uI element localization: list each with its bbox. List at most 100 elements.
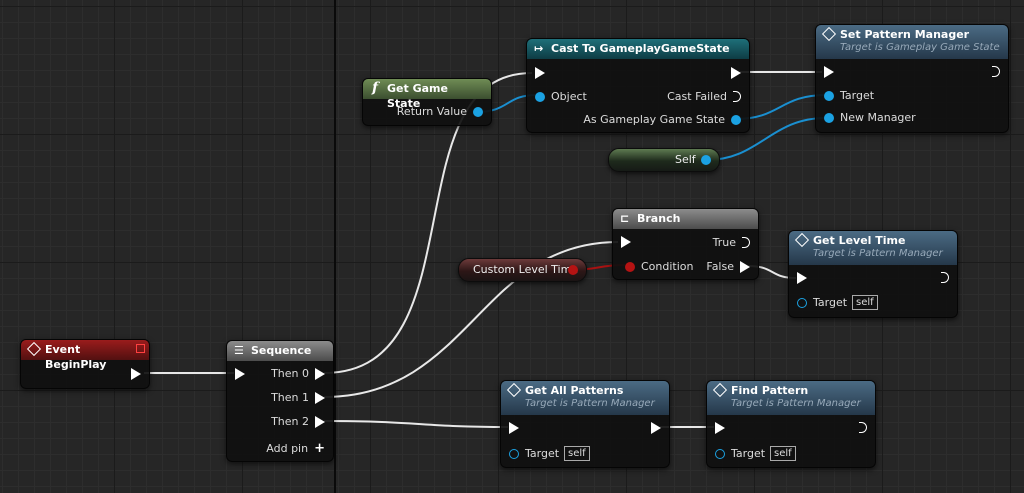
event-beginplay-exec-out[interactable] xyxy=(131,368,141,380)
exec-out-pin-icon xyxy=(131,368,141,380)
self-label: Self xyxy=(675,153,696,166)
cast-failed-pin[interactable]: Cast Failed xyxy=(667,90,741,103)
find-pattern-node[interactable]: Find Pattern Target is Pattern Manager T… xyxy=(706,380,876,468)
exec-out-pin-icon xyxy=(315,391,325,404)
cast-to-gameplaygamestate-node[interactable]: ↦ Cast To GameplayGameState Object Cast … xyxy=(526,38,750,133)
return-value-pin[interactable]: Return Value xyxy=(397,105,483,118)
exec-out-hollow-icon xyxy=(941,272,949,283)
custom-level-time-label: Custom Level Time xyxy=(473,263,579,276)
exec-out-hollow-icon xyxy=(992,66,1000,77)
find-pattern-title: Find Pattern xyxy=(731,384,809,397)
branch-true-pin[interactable]: True xyxy=(713,236,750,249)
sequence-icon: ☰ xyxy=(234,344,244,357)
exec-out-hollow-icon xyxy=(742,237,750,248)
sequence-then0-pin[interactable]: Then 0 xyxy=(271,367,325,380)
set-pm-exec-out[interactable] xyxy=(992,66,1000,77)
bool-pin-icon xyxy=(625,261,635,272)
self-default-box: self xyxy=(852,295,878,310)
function-icon: f xyxy=(372,80,379,96)
event-beginplay-title: Event BeginPlay xyxy=(45,343,107,371)
set-pattern-manager-title: Set Pattern Manager xyxy=(840,28,970,41)
get-all-patterns-exec-in[interactable] xyxy=(509,422,519,434)
set-pm-new-manager-pin[interactable]: New Manager xyxy=(824,111,916,124)
function-call-icon xyxy=(506,382,522,398)
event-delegate-icon xyxy=(136,344,145,353)
branch-exec-in[interactable] xyxy=(621,236,631,248)
get-game-state-title: Get Game State xyxy=(387,82,448,110)
function-call-icon xyxy=(712,382,728,398)
object-pin-icon xyxy=(824,112,834,123)
sequence-exec-in[interactable] xyxy=(235,368,245,380)
set-pattern-manager-subtitle: Target is Gameplay Game State xyxy=(840,42,1000,53)
exec-out-pin-icon xyxy=(731,67,741,79)
self-default-box: self xyxy=(770,446,796,461)
branch-node[interactable]: ⊏ Branch True Condition False xyxy=(612,208,759,280)
sequence-node[interactable]: ☰ Sequence Then 0 Then 1 Then 2 Add pin+ xyxy=(226,340,334,462)
object-pin-icon[interactable] xyxy=(701,155,711,165)
cast-arrow-icon: ↦ xyxy=(534,42,544,55)
set-pattern-manager-node[interactable]: Set Pattern Manager Target is Gameplay G… xyxy=(815,24,1009,133)
object-pin-hollow-icon xyxy=(715,448,725,459)
cast-header: ↦ Cast To GameplayGameState xyxy=(527,39,749,59)
get-all-patterns-header: Get All Patterns Target is Pattern Manag… xyxy=(501,381,669,415)
exec-wire-then2-getallpatterns xyxy=(323,420,509,428)
exec-out-hollow-icon xyxy=(859,422,867,433)
bool-pin-icon[interactable] xyxy=(568,265,578,275)
get-game-state-header: f Get Game State xyxy=(363,79,491,110)
graph-axis-vertical xyxy=(334,0,336,493)
exec-in-pin-icon xyxy=(509,422,519,434)
set-pattern-manager-header: Set Pattern Manager Target is Gameplay G… xyxy=(816,25,1008,59)
object-pin-icon xyxy=(473,106,483,117)
branch-false-pin[interactable]: False xyxy=(706,260,750,273)
get-all-patterns-node[interactable]: Get All Patterns Target is Pattern Manag… xyxy=(500,380,670,468)
cast-exec-in[interactable] xyxy=(535,67,545,79)
object-pin-hollow-icon xyxy=(509,448,519,459)
plus-icon: + xyxy=(314,441,325,456)
get-level-time-exec-in[interactable] xyxy=(797,272,807,284)
get-game-state-node[interactable]: f Get Game State Return Value xyxy=(362,78,492,126)
cast-as-pin[interactable]: As Gameplay Game State xyxy=(583,113,741,126)
exec-in-pin-icon xyxy=(824,66,834,78)
branch-title: Branch xyxy=(637,212,681,225)
event-icon xyxy=(26,341,42,357)
exec-out-hollow-icon xyxy=(733,91,741,102)
get-level-time-exec-out[interactable] xyxy=(941,272,949,283)
object-pin-hollow-icon xyxy=(797,297,807,308)
branch-icon: ⊏ xyxy=(620,212,630,225)
event-beginplay-node[interactable]: Event BeginPlay xyxy=(20,339,150,389)
get-all-patterns-title: Get All Patterns xyxy=(525,384,624,397)
exec-out-pin-icon xyxy=(651,422,661,434)
object-pin-icon xyxy=(535,91,545,102)
self-reference-node[interactable]: Self xyxy=(608,148,720,172)
exec-in-pin-icon xyxy=(535,67,545,79)
sequence-then1-pin[interactable]: Then 1 xyxy=(271,391,325,404)
exec-in-pin-icon xyxy=(621,236,631,248)
get-all-patterns-subtitle: Target is Pattern Manager xyxy=(525,398,655,409)
find-pattern-exec-in[interactable] xyxy=(715,422,725,434)
get-level-time-title: Get Level Time xyxy=(813,234,906,247)
exec-in-pin-icon xyxy=(797,272,807,284)
find-pattern-exec-out[interactable] xyxy=(859,422,867,433)
exec-out-pin-icon xyxy=(315,415,325,428)
sequence-add-pin-button[interactable]: Add pin+ xyxy=(266,441,325,456)
get-level-time-subtitle: Target is Pattern Manager xyxy=(813,248,943,259)
set-pm-target-pin[interactable]: Target xyxy=(824,89,874,102)
cast-object-pin[interactable]: Object xyxy=(535,90,587,103)
sequence-title: Sequence xyxy=(251,344,312,357)
get-level-time-header: Get Level Time Target is Pattern Manager xyxy=(789,231,957,265)
get-level-time-node[interactable]: Get Level Time Target is Pattern Manager… xyxy=(788,230,958,318)
exec-out-pin-icon xyxy=(740,260,750,273)
branch-condition-pin[interactable]: Condition xyxy=(625,260,694,273)
cast-exec-out[interactable] xyxy=(731,67,741,79)
get-all-patterns-exec-out[interactable] xyxy=(651,422,661,434)
sequence-then2-pin[interactable]: Then 2 xyxy=(271,415,325,428)
exec-in-pin-icon xyxy=(715,422,725,434)
event-beginplay-header: Event BeginPlay xyxy=(21,340,149,371)
set-pm-exec-in[interactable] xyxy=(824,66,834,78)
custom-level-time-variable-node[interactable]: Custom Level Time xyxy=(458,258,587,282)
find-pattern-subtitle: Target is Pattern Manager xyxy=(731,398,861,409)
